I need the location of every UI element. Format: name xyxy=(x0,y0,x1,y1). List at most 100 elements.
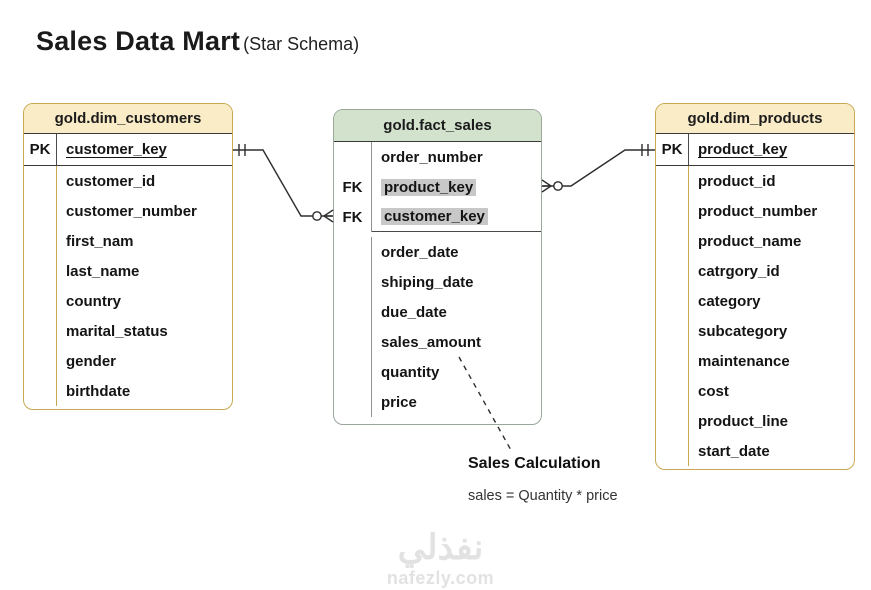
table-row-shiping_date: shiping_date xyxy=(334,267,541,297)
field-name: order_date xyxy=(381,243,459,261)
table-row-due_date: due_date xyxy=(334,297,541,327)
key-badge-empty xyxy=(656,346,689,376)
field-cell: cost xyxy=(689,376,854,406)
table-row-sales_amount: sales_amount xyxy=(334,327,541,357)
field-name: quantity xyxy=(381,363,440,381)
key-badge-empty xyxy=(656,406,689,436)
field-cell: shiping_date xyxy=(372,267,541,297)
page-title-main: Sales Data Mart xyxy=(36,26,241,56)
field-cell: catrgory_id xyxy=(689,256,854,286)
key-badge: FK xyxy=(334,172,372,202)
table-row-product_id: product_id xyxy=(656,166,854,196)
key-badge-empty xyxy=(656,226,689,256)
table-row-category: category xyxy=(656,286,854,316)
field-name: category xyxy=(698,292,761,310)
connector-products-fact xyxy=(541,144,655,193)
key-badge-empty xyxy=(334,327,372,357)
key-badge: FK xyxy=(334,202,372,232)
key-badge-empty xyxy=(24,286,57,316)
connector-customers-fact xyxy=(233,144,334,223)
entity-table-dim-products: gold.dim_products PK product_key product_i… xyxy=(655,103,855,470)
field-name: last_name xyxy=(66,262,140,280)
field-cell: marital_status xyxy=(57,316,232,346)
table-row-order_number: order_number xyxy=(334,142,541,172)
key-badge-empty xyxy=(24,196,57,226)
field-name: maintenance xyxy=(698,352,790,370)
key-badge-empty xyxy=(24,346,57,376)
field-cell: gender xyxy=(57,346,232,376)
key-badge-empty xyxy=(24,376,57,406)
field-name: shiping_date xyxy=(381,273,474,291)
table-row-customer_key: PK customer_key xyxy=(24,134,232,166)
field-name: cost xyxy=(698,382,729,400)
cardinality-zero-or-many-icon xyxy=(312,209,334,223)
field-cell: start_date xyxy=(689,436,854,466)
field-cell: product_key xyxy=(689,134,854,165)
field-name: product_number xyxy=(698,202,818,220)
cardinality-one-icon xyxy=(238,144,246,156)
table-row-product_key: FK product_key xyxy=(334,172,541,202)
key-badge-empty xyxy=(24,256,57,286)
field-name: price xyxy=(381,393,417,411)
table-row-product_name: product_name xyxy=(656,226,854,256)
key-badge-empty xyxy=(656,286,689,316)
field-name: customer_key xyxy=(66,141,167,158)
key-badge: PK xyxy=(24,134,57,165)
table-row-product_number: product_number xyxy=(656,196,854,226)
field-name: product_id xyxy=(698,172,776,190)
field-cell: customer_key xyxy=(372,202,541,232)
table-row-start_date: start_date xyxy=(656,436,854,466)
table-row-cost: cost xyxy=(656,376,854,406)
field-cell: last_name xyxy=(57,256,232,286)
key-badge-empty xyxy=(334,267,372,297)
key-badge-empty xyxy=(656,316,689,346)
table-row-catrgory_id: catrgory_id xyxy=(656,256,854,286)
field-name: marital_status xyxy=(66,322,168,340)
field-cell: sales_amount xyxy=(372,327,541,357)
table-row-quantity: quantity xyxy=(334,357,541,387)
watermark-arabic-logo: نفذلي xyxy=(397,528,484,567)
field-name: catrgory_id xyxy=(698,262,780,280)
field-name: first_nam xyxy=(66,232,134,250)
field-name: customer_id xyxy=(66,172,156,190)
field-cell: category xyxy=(689,286,854,316)
table-title: gold.dim_products xyxy=(656,104,854,134)
table-row-product_line: product_line xyxy=(656,406,854,436)
key-badge-empty xyxy=(334,357,372,387)
field-name: product_key xyxy=(381,178,477,196)
table-row-first_nam: first_nam xyxy=(24,226,232,256)
table-row-maintenance: maintenance xyxy=(656,346,854,376)
field-cell: customer_number xyxy=(57,196,232,226)
field-cell: order_date xyxy=(372,237,541,267)
table-row-customer_id: customer_id xyxy=(24,166,232,196)
field-name: due_date xyxy=(381,303,447,321)
field-name: product_key xyxy=(698,141,788,158)
table-row-customer_number: customer_number xyxy=(24,196,232,226)
key-badge-empty xyxy=(656,196,689,226)
page-title: Sales Data Mart (Star Schema) xyxy=(36,26,359,57)
table-body: PK customer_key customer_id customer_number… xyxy=(24,134,232,409)
field-name: customer_key xyxy=(381,208,488,225)
key-badge-empty xyxy=(24,226,57,256)
field-name: product_name xyxy=(698,232,802,250)
field-cell: birthdate xyxy=(57,376,232,406)
field-name: country xyxy=(66,292,122,310)
cardinality-zero-or-many-icon xyxy=(541,179,563,193)
page-title-subtitle: (Star Schema) xyxy=(243,34,360,54)
field-name: gender xyxy=(66,352,117,370)
field-cell: customer_id xyxy=(57,166,232,196)
annotation-heading: Sales Calculation xyxy=(468,455,601,472)
field-cell: product_number xyxy=(689,196,854,226)
key-badge: PK xyxy=(656,134,689,165)
key-badge-empty xyxy=(656,376,689,406)
field-cell: due_date xyxy=(372,297,541,327)
table-row-birthdate: birthdate xyxy=(24,376,232,406)
table-row-gender: gender xyxy=(24,346,232,376)
key-badge-empty xyxy=(24,316,57,346)
key-badge-empty xyxy=(334,297,372,327)
key-badge-empty xyxy=(334,142,372,172)
field-cell: subcategory xyxy=(689,316,854,346)
table-row-last_name: last_name xyxy=(24,256,232,286)
